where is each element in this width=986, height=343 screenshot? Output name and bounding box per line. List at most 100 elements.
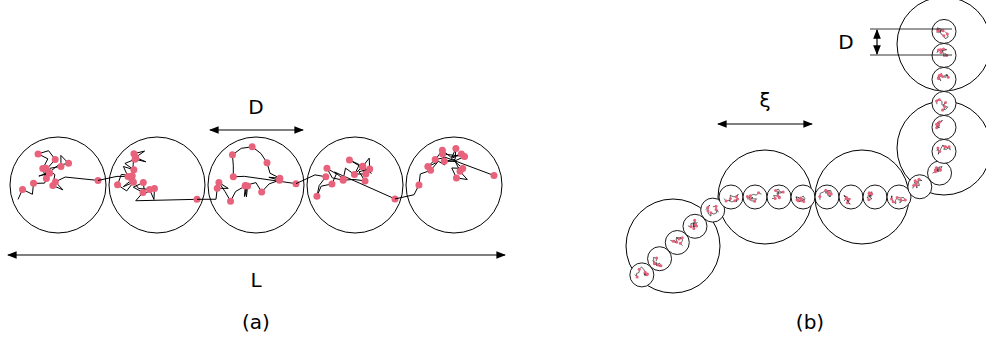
monomer-dot xyxy=(753,200,756,203)
polymer-chain xyxy=(724,194,738,202)
monomer-dot xyxy=(313,193,320,200)
monomer-dot xyxy=(392,195,399,202)
monomer-dot xyxy=(249,143,256,150)
monomer-dot xyxy=(936,147,939,150)
blob-circle xyxy=(406,137,502,233)
polymer-chain xyxy=(414,148,494,194)
monomer-dot xyxy=(52,156,59,163)
monomer-dot xyxy=(276,175,283,182)
monomer-dot xyxy=(827,192,830,195)
monomer-dot xyxy=(645,273,648,276)
monomer-dot xyxy=(947,76,950,79)
polymer-chain xyxy=(635,267,648,277)
monomer-dot xyxy=(42,165,49,172)
blob-circle xyxy=(208,137,304,233)
thermal-blob xyxy=(932,139,956,163)
monomer-dot xyxy=(690,225,693,228)
monomer-dot xyxy=(715,208,718,211)
monomer-dot xyxy=(452,145,459,152)
monomer-dot xyxy=(944,145,947,148)
monomer-dot xyxy=(935,123,938,126)
thermal-blob xyxy=(815,185,839,209)
monomer-dot xyxy=(942,29,945,32)
monomer-dot xyxy=(653,262,656,265)
monomer-dot xyxy=(939,169,942,172)
monomer-dot xyxy=(95,177,102,184)
thermal-blob xyxy=(719,185,743,209)
monomer-dot xyxy=(130,150,137,157)
monomer-dot xyxy=(638,268,641,271)
monomer-dot xyxy=(678,237,681,240)
monomer-dot xyxy=(461,153,468,160)
monomer-dot xyxy=(715,205,718,208)
monomer-dot xyxy=(151,185,158,192)
monomer-dot xyxy=(242,182,249,189)
monomer-dot xyxy=(936,29,939,32)
monomer-dot xyxy=(938,150,941,153)
polymer-chain xyxy=(216,147,296,201)
monomer-dot xyxy=(899,198,902,201)
monomer-dot xyxy=(441,158,448,165)
thermal-blob xyxy=(863,185,887,209)
monomer-dot xyxy=(939,51,942,54)
blob-chain-b xyxy=(626,0,986,293)
monomer-dot xyxy=(943,145,946,148)
polymer-chain xyxy=(18,151,98,200)
thermal-blob xyxy=(839,185,863,209)
monomer-dot xyxy=(706,206,709,209)
polymer-chain xyxy=(892,196,906,204)
monomer-dot xyxy=(636,275,639,278)
monomer-dot xyxy=(845,197,848,200)
monomer-dot xyxy=(19,186,26,193)
monomer-dot xyxy=(935,100,938,103)
correlation-blob xyxy=(718,150,812,244)
monomer-dot xyxy=(939,48,942,51)
polymer-chain xyxy=(670,237,682,245)
monomer-dot xyxy=(800,198,803,201)
monomer-dot xyxy=(362,171,369,178)
thermal-blob xyxy=(928,161,952,185)
monomer-dot xyxy=(733,199,736,202)
monomer-dot xyxy=(655,256,658,259)
monomer-dot xyxy=(432,156,439,163)
monomer-dot xyxy=(424,163,431,170)
thermal-blob xyxy=(932,43,956,67)
monomer-dot xyxy=(917,178,920,181)
monomer-dot xyxy=(114,181,121,188)
monomer-dot xyxy=(776,194,779,197)
polymer-chain xyxy=(867,192,873,200)
thermal-blob xyxy=(932,67,956,91)
thermal-blob xyxy=(932,91,956,115)
monomer-dot xyxy=(782,191,785,194)
chain-link xyxy=(197,199,216,200)
monomer-dot xyxy=(946,32,949,35)
blob-circle xyxy=(109,137,205,233)
dimension-label: D xyxy=(246,96,265,118)
monomer-dot xyxy=(749,194,752,197)
monomer-dot xyxy=(936,123,939,126)
monomer-dot xyxy=(453,174,460,181)
monomer-dot xyxy=(227,198,234,205)
monomer-dot xyxy=(230,173,237,180)
dimension-arrows xyxy=(8,29,952,255)
monomer-dot xyxy=(351,171,358,178)
monomer-dot xyxy=(359,163,366,170)
monomer-dot xyxy=(824,189,827,192)
monomer-dot xyxy=(868,192,871,195)
chain-link xyxy=(296,175,315,184)
monomer-dot xyxy=(52,178,59,185)
panel-label: (a) xyxy=(240,311,272,333)
monomer-dot xyxy=(914,179,917,182)
monomer-dot xyxy=(941,75,944,78)
blob-circle xyxy=(307,137,403,233)
thermal-blob xyxy=(767,185,791,209)
monomer-dot xyxy=(867,198,870,201)
dimension-label: ξ xyxy=(757,89,772,111)
monomer-dot xyxy=(948,145,951,148)
monomer-dot xyxy=(692,227,695,230)
monomer-dot xyxy=(749,197,752,200)
monomer-dot xyxy=(57,163,64,170)
monomer-dot xyxy=(30,180,37,187)
monomer-dot xyxy=(139,189,146,196)
